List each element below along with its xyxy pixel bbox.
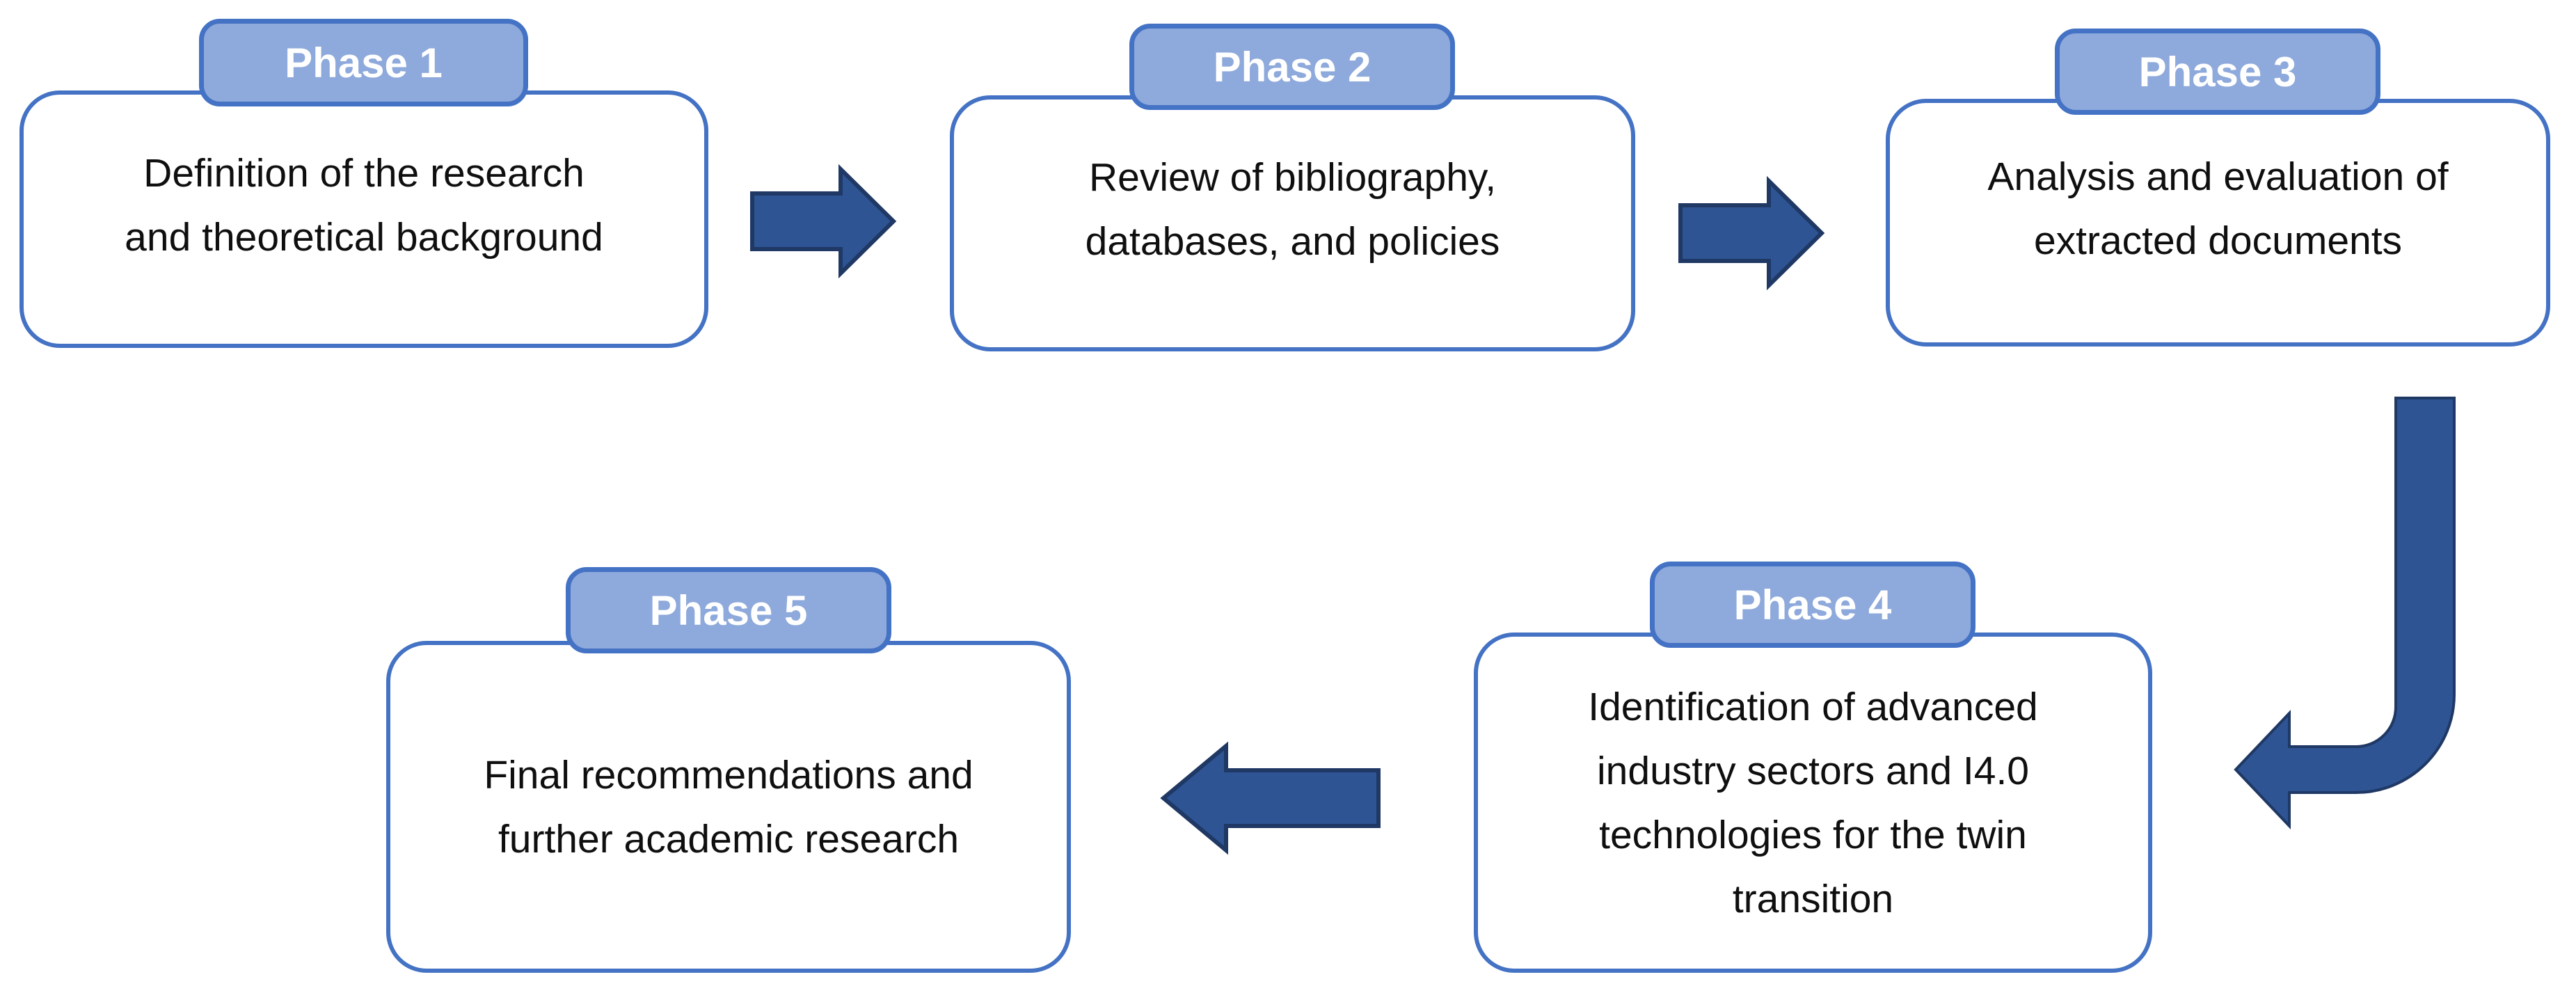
phase1-tab: Phase 1 [199, 19, 528, 106]
arrow-phase2-to-phase3-icon [1678, 176, 1826, 290]
phase5-tab-label: Phase 5 [649, 587, 808, 634]
phase5-text-line: Final recommendations and [484, 752, 973, 797]
phase2-tab: Phase 2 [1129, 24, 1455, 110]
phase2-tab-label: Phase 2 [1213, 43, 1372, 90]
phase3-tab-label: Phase 3 [2138, 48, 2297, 95]
phase4-tab-label: Phase 4 [1733, 581, 1892, 628]
phase1-box: Definition of the research and theoretic… [19, 90, 708, 348]
arrow-phase3-to-phase4-icon [2231, 397, 2456, 835]
phase4-text-line: industry sectors and I4.0 [1597, 748, 2029, 793]
phase4-tab: Phase 4 [1650, 562, 1975, 648]
phase3-tab: Phase 3 [2055, 29, 2380, 115]
phase5-tab: Phase 5 [566, 567, 891, 653]
phase5-box: Final recommendations and further academ… [386, 641, 1071, 973]
phase3-text-line: Analysis and evaluation of [1987, 154, 2449, 199]
phase4-text-line: technologies for the twin [1599, 812, 2027, 857]
phase4-box: Identification of advanced industry sect… [1474, 633, 2152, 973]
phase1-tab-label: Phase 1 [285, 39, 443, 86]
phase3-box: Analysis and evaluation of extracted doc… [1886, 99, 2550, 347]
phase5-text-line: further academic research [498, 816, 960, 861]
phase2-box: Review of bibliography, databases, and p… [950, 95, 1635, 351]
phase4-text-line: transition [1732, 876, 1894, 921]
phase3-text-line: extracted documents [2033, 218, 2403, 263]
phase4-text-line: Identification of advanced [1588, 684, 2038, 729]
arrow-phase1-to-phase2-icon [750, 164, 898, 278]
arrow-phase4-to-phase5-icon [1158, 741, 1381, 855]
phase2-text-line: databases, and policies [1085, 219, 1500, 264]
phase1-text-line: and theoretical background [125, 215, 603, 260]
phase1-text-line: Definition of the research [143, 151, 585, 196]
phase2-text-line: Review of bibliography, [1088, 155, 1497, 200]
